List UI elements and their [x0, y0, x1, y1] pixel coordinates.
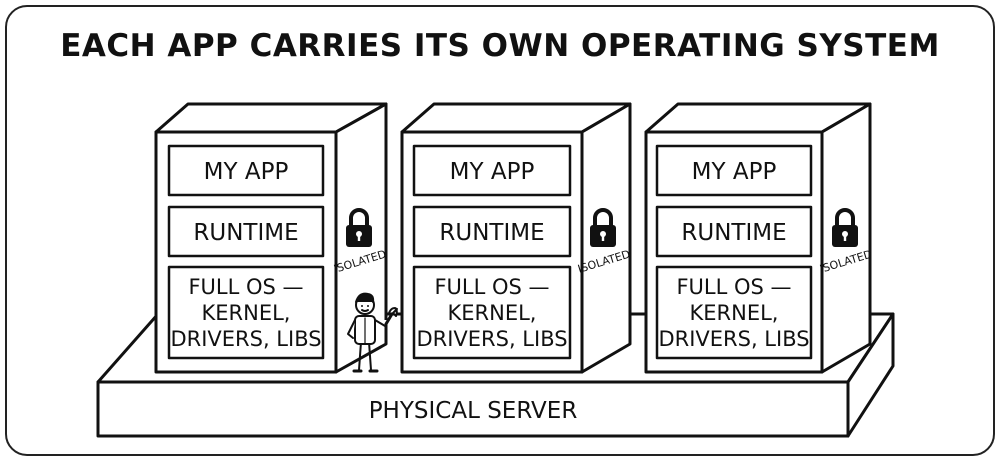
machine-3-os-line-3: DRIVERS, LIBS: [658, 327, 809, 351]
machine-1-os-line-2: KERNEL,: [202, 301, 291, 325]
padlock-icon: [590, 208, 616, 247]
machine-1-labels: MY APP RUNTIME FULL OS — KERNEL, DRIVERS…: [170, 159, 321, 351]
machine-1-os-box: [167, 265, 325, 360]
machine-3: [644, 102, 872, 374]
server-label: PHYSICAL SERVER: [369, 398, 578, 424]
server-side-face: [846, 312, 895, 438]
machine-1-app-label: MY APP: [204, 159, 289, 185]
machine-1-runtime-label: RUNTIME: [193, 220, 298, 246]
machine-3-runtime-box: [655, 205, 813, 258]
machine-2-os-box: [412, 265, 572, 360]
technician-with-wrench-icon: [347, 292, 398, 373]
machine-1-runtime-box: [167, 205, 325, 258]
padlock-icon: [346, 208, 372, 247]
diagram-title: EACH APP CARRIES ITS OWN OPERATING SYSTE…: [60, 28, 940, 64]
machine-2: [400, 102, 632, 374]
machine-1-app-box: [167, 144, 325, 197]
machine-2-os-line-1: FULL OS —: [434, 275, 549, 299]
machine-1-os-line-3: DRIVERS, LIBS: [170, 327, 321, 351]
machine-3-os-line-1: FULL OS —: [676, 275, 791, 299]
machine-2-app-label: MY APP: [450, 159, 535, 185]
machine-2-labels: MY APP RUNTIME FULL OS — KERNEL, DRIVERS…: [416, 159, 567, 351]
machine-1-os-line-1: FULL OS —: [188, 275, 303, 299]
machine-1: [154, 102, 388, 374]
machine-2-app-box: [412, 144, 572, 197]
machine-2-os-line-3: DRIVERS, LIBS: [416, 327, 567, 351]
machine-2-runtime-box: [412, 205, 572, 258]
machine-3-labels: MY APP RUNTIME FULL OS — KERNEL, DRIVERS…: [658, 159, 809, 351]
machine-3-runtime-label: RUNTIME: [681, 220, 786, 246]
machine-3-app-box: [655, 144, 813, 197]
machine-2-runtime-label: RUNTIME: [439, 220, 544, 246]
machine-3-os-line-2: KERNEL,: [690, 301, 779, 325]
machine-3-app-label: MY APP: [692, 159, 777, 185]
padlock-icon: [832, 208, 858, 247]
machine-3-os-box: [655, 265, 813, 360]
machine-2-os-line-2: KERNEL,: [448, 301, 537, 325]
